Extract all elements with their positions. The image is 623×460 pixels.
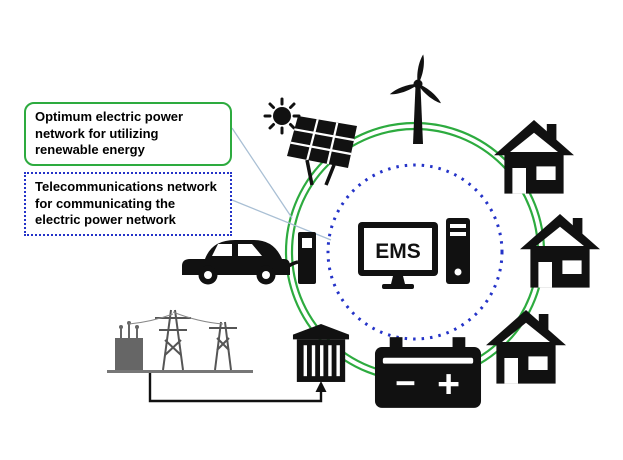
- house-icon: [494, 120, 574, 194]
- callout-renewable-label: Optimum electric power network for utili…: [35, 109, 184, 158]
- callout-connector-renewable: [231, 127, 293, 219]
- power-station-icon: [107, 309, 253, 373]
- ev-car-icon: [182, 232, 316, 285]
- ems-tower-icon: [446, 218, 470, 284]
- battery-minus-label: −: [395, 364, 416, 403]
- battery-icon: − +: [374, 337, 482, 408]
- battery-plus-label: +: [437, 362, 460, 406]
- sun-icon: [263, 97, 301, 135]
- house-icon: [520, 214, 600, 288]
- wind-turbine-icon: [389, 54, 441, 144]
- ems-label: EMS: [375, 240, 421, 263]
- storage-shed-icon: [292, 323, 350, 382]
- house-icon: [486, 310, 566, 384]
- solar-panel-icon: [263, 97, 357, 186]
- telecom-network-ring: [326, 163, 504, 341]
- charging-station-icon: [279, 232, 316, 284]
- grid-to-storage-arrow: [148, 373, 323, 403]
- callout-telecom: Telecommunications network for communica…: [24, 172, 232, 236]
- grid-to-storage-arrowhead: [315, 381, 327, 392]
- callout-renewable: Optimum electric power network for utili…: [24, 102, 232, 166]
- callout-telecom-label: Telecommunications network for communica…: [35, 179, 217, 228]
- ems-monitor-icon: EMS: [358, 218, 470, 289]
